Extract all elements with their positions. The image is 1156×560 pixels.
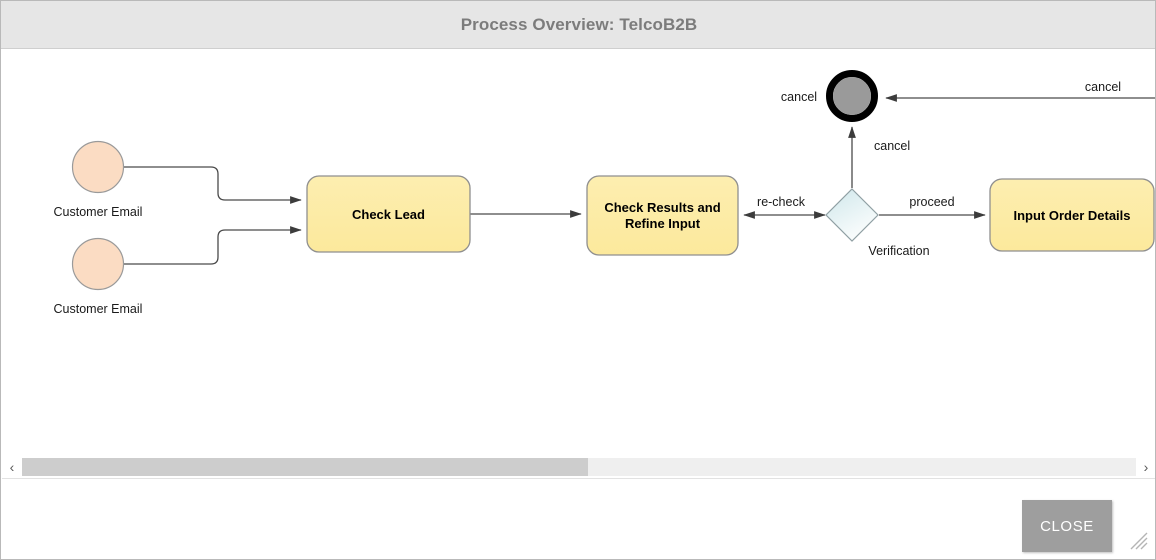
start-event-2-label: Customer Email	[54, 302, 143, 316]
task-check-results-label-line2: Refine Input	[625, 216, 701, 231]
close-button[interactable]: CLOSE	[1022, 500, 1112, 552]
dialog-titlebar: Process Overview: TelcoB2B	[1, 1, 1155, 49]
resize-grip-icon[interactable]	[1130, 532, 1148, 550]
task-check-lead[interactable]	[306, 175, 471, 253]
edge-label-cancel-gateway: cancel	[874, 139, 910, 153]
edge-label-proceed: proceed	[909, 195, 954, 209]
task-check-lead-label: Check Lead	[352, 207, 425, 222]
connector-start2-to-check-lead	[124, 226, 302, 265]
scrollbar-thumb[interactable]	[22, 458, 588, 476]
task-input-order-details[interactable]	[989, 178, 1155, 252]
scroll-left-icon[interactable]: ‹	[9, 459, 15, 475]
page-title: Process Overview: TelcoB2B	[460, 15, 698, 34]
end-event-fill	[833, 77, 871, 115]
edge-label-recheck: re-check	[757, 195, 806, 209]
task-check-results-refine-input[interactable]	[586, 175, 739, 256]
scroll-right-icon[interactable]: ›	[1143, 459, 1149, 475]
dialog-footer: CLOSE	[2, 478, 1155, 559]
end-event-cancel-label: cancel	[781, 90, 817, 104]
start-event-customer-email-1[interactable]	[71, 140, 125, 194]
task-check-results-label-line1: Check Results and	[604, 200, 720, 215]
diagram-canvas[interactable]: Customer Email Customer Email Check Lead…	[2, 49, 1155, 457]
gateway-verification[interactable]	[825, 188, 879, 242]
horizontal-scrollbar[interactable]: ‹ ›	[2, 457, 1155, 477]
start-event-1-label: Customer Email	[54, 205, 143, 219]
bpmn-diagram: Customer Email Customer Email Check Lead…	[54, 70, 1155, 316]
start-event-customer-email-2[interactable]	[71, 237, 125, 291]
connector-start1-to-check-lead	[124, 166, 302, 204]
end-event-ring[interactable]	[826, 70, 878, 122]
task-input-order-details-label: Input Order Details	[1013, 208, 1130, 223]
edge-label-cancel-right: cancel	[1085, 80, 1121, 94]
gateway-verification-label: Verification	[868, 244, 929, 258]
